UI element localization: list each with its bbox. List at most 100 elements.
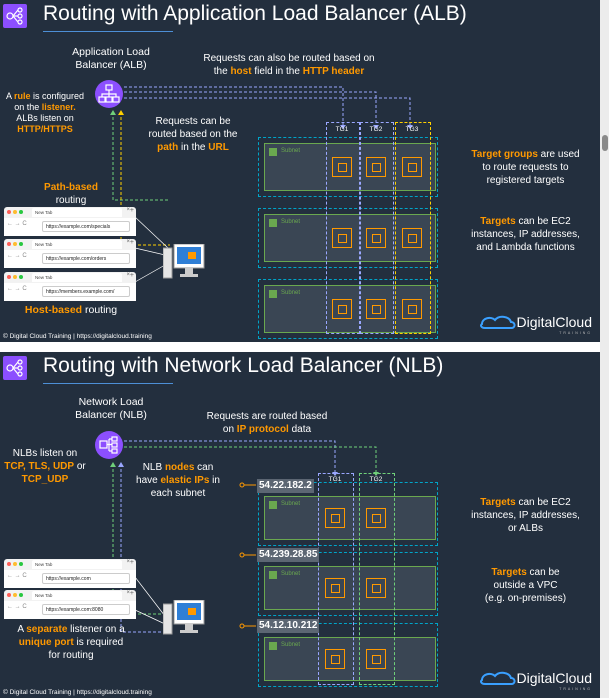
alb-slide: Routing with Application Load Balancer (…	[0, 0, 600, 342]
ec2-instance-icon	[366, 508, 386, 528]
nlb-listen-note: NLBs listen on TCP, TLS, UDP or TCP_UDP	[4, 448, 86, 485]
browser-tab[interactable]: New Tab	[32, 560, 122, 569]
ec2-instance-icon	[402, 157, 422, 177]
target-group-tg1	[326, 122, 360, 334]
browser-window[interactable]: New Tab ×+ ← → C https://example.com:8080	[4, 590, 136, 619]
subnet-lock-icon	[269, 219, 277, 227]
subnet-lock-icon	[269, 148, 277, 156]
subnet-box: Subnet	[264, 285, 436, 333]
alb-icon[interactable]	[93, 78, 125, 115]
subnet-box: Subnet	[264, 496, 436, 540]
nlb-connection-lines	[110, 440, 379, 633]
browser-tab[interactable]: New Tab	[32, 240, 122, 249]
subnet-box: Subnet	[264, 637, 436, 681]
vpc-boundary	[258, 482, 438, 546]
close-tab-icon[interactable]: ×	[126, 207, 130, 213]
url-bar[interactable]: https://example.com/specials	[42, 221, 130, 232]
new-tab-icon[interactable]: +	[129, 272, 134, 279]
nav-arrows-icon[interactable]: ← → C	[7, 604, 27, 610]
close-tab-icon[interactable]: ×	[126, 559, 130, 565]
ec2-instance-icon	[325, 649, 345, 669]
new-tab-icon[interactable]: +	[129, 590, 134, 597]
ec2-instance-icon	[332, 157, 352, 177]
host-based-routing-label: Host-based routing	[24, 304, 118, 316]
ec2-instance-icon	[366, 578, 386, 598]
ec2-instance-icon	[402, 228, 422, 248]
path-url-note: Requests can be routed based on the path…	[148, 116, 238, 153]
tg-label: TG1	[328, 476, 342, 483]
ec2-instance-icon	[366, 157, 386, 177]
target-groups-note: Target groups are used to route requests…	[471, 149, 580, 186]
host-header-note: Requests can also be routed based on the…	[203, 53, 375, 77]
elastic-ip-label: 54.22.182.2	[257, 479, 314, 493]
ec2-instance-icon	[366, 299, 386, 319]
vpc-boundary	[258, 137, 438, 197]
cloud-logo-icon	[479, 671, 516, 685]
ec2-instance-icon	[366, 649, 386, 669]
nav-arrows-icon[interactable]: ← → C	[7, 221, 27, 227]
subnet-box: Subnet	[264, 143, 436, 191]
tg-label: TG2	[369, 126, 383, 133]
load-balancer-title-icon	[3, 356, 27, 380]
browser-window[interactable]: New Tab ×+ ← → C https://example.com/orde…	[4, 239, 136, 268]
target-group-tg1	[318, 473, 354, 685]
close-tab-icon[interactable]: ×	[126, 272, 130, 278]
target-group-tg2	[359, 473, 395, 685]
page-title: Routing with Application Load Balancer (…	[43, 2, 467, 25]
digitalcloud-logo: DigitalCloud TRAINING	[479, 670, 592, 691]
subnet-lock-icon	[269, 501, 277, 509]
new-tab-icon[interactable]: +	[129, 239, 134, 246]
load-balancer-title-icon	[3, 4, 27, 28]
ec2-instance-icon	[332, 228, 352, 248]
browser-tab[interactable]: New Tab	[32, 273, 122, 282]
footer-text: © Digital Cloud Training | https://digit…	[3, 333, 152, 340]
tg-label: TG3	[405, 126, 419, 133]
subnet-box: Subnet	[264, 214, 436, 262]
tg-label: TG1	[335, 126, 349, 133]
subnet-lock-icon	[269, 642, 277, 650]
close-tab-icon[interactable]: ×	[126, 239, 130, 245]
nav-arrows-icon[interactable]: ← → C	[7, 573, 27, 579]
ec2-instance-icon	[366, 228, 386, 248]
client-computer-icon	[162, 599, 205, 635]
vpc-boundary	[258, 552, 438, 616]
unique-port-note: A separate listener on a unique port is …	[17, 624, 125, 661]
url-bar[interactable]: https://example.com:8080	[42, 604, 130, 615]
elastic-ip-label: 54.239.28.85	[257, 548, 320, 562]
scrollbar-track[interactable]	[600, 0, 609, 698]
rule-listener-note: A rule is configured on the listener. AL…	[5, 91, 85, 134]
close-tab-icon[interactable]: ×	[126, 590, 130, 596]
url-bar[interactable]: https://example.com/orders	[42, 253, 130, 264]
browser-window[interactable]: New Tab ×+ ← → C https://example.com	[4, 559, 136, 588]
browser-window[interactable]: New Tab ×+ ← → C https://example.com/spec…	[4, 207, 136, 236]
client-computer-icon	[162, 243, 205, 279]
scrollbar-thumb[interactable]	[602, 135, 608, 151]
target-group-tg3	[395, 122, 431, 334]
ec2-instance-icon	[332, 299, 352, 319]
url-bar[interactable]: https://members.example.com/	[42, 286, 130, 297]
browser-tab[interactable]: New Tab	[32, 208, 122, 217]
title-underline	[43, 31, 173, 32]
ec2-instance-icon	[325, 508, 345, 528]
nav-arrows-icon[interactable]: ← → C	[7, 253, 27, 259]
new-tab-icon[interactable]: +	[129, 207, 134, 214]
page-title: Routing with Network Load Balancer (NLB)	[43, 354, 444, 377]
browser-window[interactable]: New Tab ×+ ← → C https://members.example.…	[4, 272, 136, 301]
new-tab-icon[interactable]: +	[129, 559, 134, 566]
nav-arrows-icon[interactable]: ← → C	[7, 286, 27, 292]
subnet-lock-icon	[269, 290, 277, 298]
nlb-icon[interactable]	[93, 429, 125, 466]
ec2-instance-icon	[325, 578, 345, 598]
subnet-lock-icon	[269, 571, 277, 579]
vpc-boundary	[258, 208, 438, 268]
outside-vpc-note: Targets can be outside a VPC(e.g. on-pre…	[484, 567, 567, 604]
ec2-instance-icon	[402, 299, 422, 319]
nlb-targets-note: Targets can be EC2 instances, IP address…	[471, 497, 580, 534]
url-bar[interactable]: https://example.com	[42, 573, 130, 584]
target-group-tg2	[360, 122, 394, 334]
browser-tab[interactable]: New Tab	[32, 591, 122, 600]
cloud-logo-icon	[479, 315, 516, 329]
